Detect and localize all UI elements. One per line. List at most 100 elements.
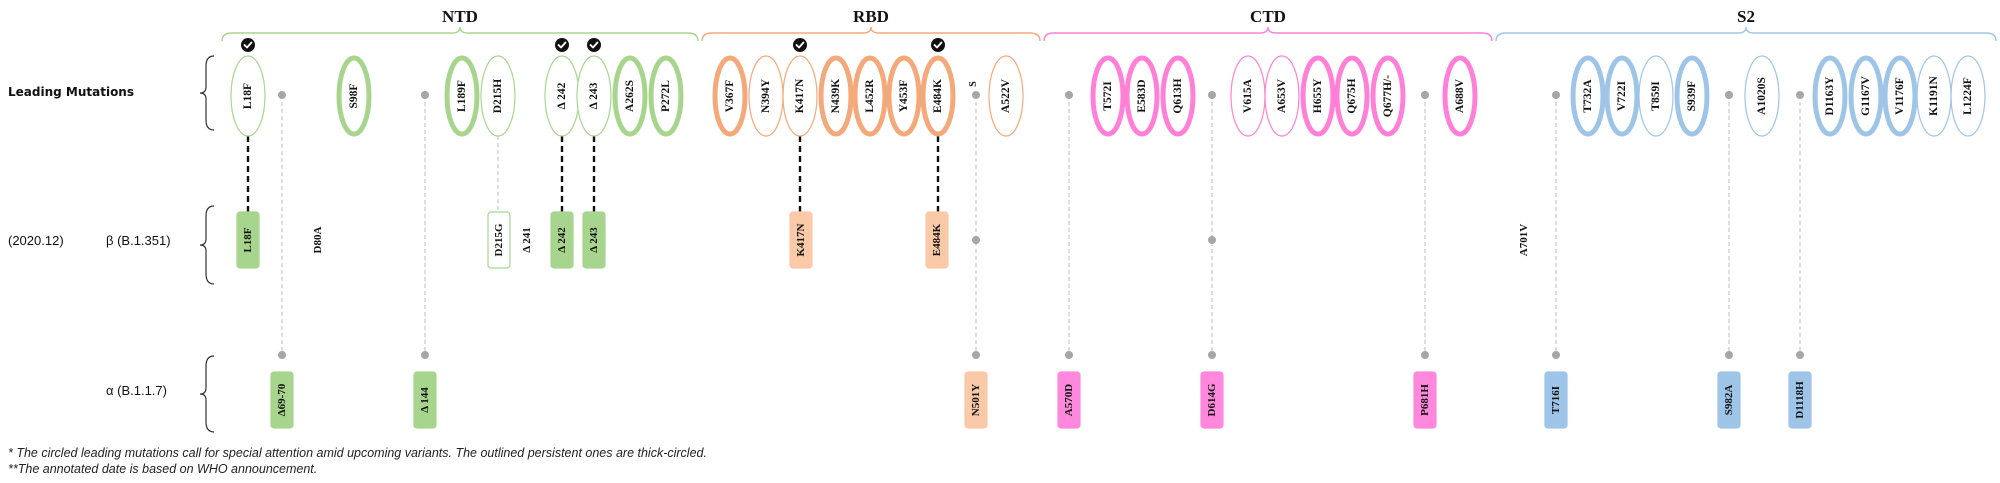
gray-dot (1208, 351, 1216, 359)
alpha-mutation-del69-70: Δ69-70 (270, 371, 294, 429)
gray-dot (1421, 91, 1429, 99)
mutation-label: K417N (794, 78, 806, 113)
leading-mutation-p272l: P272L (648, 55, 684, 137)
mutation-box (964, 371, 988, 429)
alpha-mutation-n501y: N501Y (964, 371, 988, 429)
mutation-label: E583D (1136, 79, 1148, 112)
gray-dot (1208, 236, 1216, 244)
leading-mutation-l1224f: L1224F (1950, 55, 1986, 137)
mutation-label: G1167V (1860, 76, 1872, 116)
mutation-box (1788, 371, 1812, 429)
leading-mutation-h655y: H655Y (1300, 55, 1336, 137)
leading-mutation-t732a: T732A (1570, 55, 1606, 137)
check-circle-icon (931, 38, 945, 52)
leading-mutation-k417n: K417N (782, 38, 818, 137)
beta-mutation-l18f: L18F (236, 211, 260, 269)
beta-mutation-del243: Δ 243 (582, 211, 606, 269)
mutation-ellipse (988, 55, 1024, 137)
leading-mutation-l18f: L18F (230, 38, 266, 137)
leading-mutation-s98f: S98F (336, 55, 372, 137)
alpha-mutation-p681h: P681H (1413, 371, 1437, 429)
mutation-label: Y453F (898, 80, 910, 113)
mutation-label: L18F (242, 227, 254, 252)
mutation-ellipse (1160, 55, 1196, 137)
mutation-label: E484K (932, 79, 944, 113)
mutation-label: D215H (492, 79, 504, 114)
mutation-ellipse (1570, 55, 1606, 137)
top-marker-label: S (968, 81, 979, 87)
row-brace-alpha (199, 355, 215, 433)
gray-dot (278, 351, 286, 359)
leading-mutation-n394y: N394Y (748, 55, 784, 137)
mutation-label: A570D (1063, 384, 1075, 416)
mutation-label: A522V (1000, 78, 1012, 113)
mutation-label: Δ 144 (419, 387, 431, 413)
row-brace-leading (199, 55, 215, 131)
mutation-label: D614G (1206, 383, 1218, 416)
leading-mutation-v367f: V367F (712, 55, 748, 137)
row-label-alpha: α (B.1.1.7) (106, 383, 167, 398)
mutation-label: P272L (660, 80, 672, 112)
mutation-label: V367F (724, 80, 736, 113)
leading-mutation-v1176f: V1176F (1882, 55, 1918, 137)
mutation-ellipse (1812, 55, 1848, 137)
mutation-box (413, 371, 437, 429)
leading-mutation-l452r: L452R (852, 55, 888, 137)
mutation-box (1200, 371, 1224, 429)
row-braces (199, 55, 215, 433)
mutation-label: E484K (931, 223, 943, 256)
mutation-label: N394Y (760, 78, 772, 113)
mutation-label: N501Y (970, 384, 982, 416)
mutation-label: A1020S (1756, 77, 1768, 115)
check-circle-icon (241, 38, 255, 52)
mutation-ellipse (230, 55, 266, 137)
mutation-label: T716I (1550, 386, 1562, 414)
leading-mutation-d215h: D215H (480, 55, 516, 137)
mutation-label: L189F (456, 80, 468, 112)
gray-dot (1725, 351, 1733, 359)
mutation-box (789, 211, 813, 269)
gray-dot (972, 91, 980, 99)
alpha-mutation-a570d: A570D (1057, 371, 1081, 429)
leading-mutation-e484k: E484K (920, 38, 956, 137)
mutation-ellipse (1744, 55, 1780, 137)
mutation-box (1413, 371, 1437, 429)
gray-dot (972, 236, 980, 244)
row-label-beta-date: (2020.12) (8, 233, 64, 248)
alpha-mutation-t716i: T716I (1544, 371, 1568, 429)
leading-mutation-a262s: A262S (612, 55, 648, 137)
mutation-ellipse (1264, 55, 1300, 137)
domain-brace-s2 (1495, 26, 1997, 42)
leading-mutation-a1020s: A1020S (1744, 55, 1780, 137)
mutation-label: A262S (624, 80, 636, 112)
mutation-box (270, 371, 294, 429)
mutation-label: Δ 243 (588, 82, 600, 109)
mutation-box (487, 211, 511, 269)
mutation-label: L1224F (1962, 77, 1974, 115)
leading-mutation-y453f: Y453F (886, 55, 922, 137)
footnote-1: * The circled leading mutations call for… (8, 446, 707, 460)
leading-mutation-d1163y: D1163Y (1812, 55, 1848, 137)
mutation-ellipse (712, 55, 748, 137)
mutation-label: T732A (1582, 79, 1594, 113)
mutation-label: V1176F (1894, 77, 1906, 115)
leading-mutation-a653v: A653V (1264, 55, 1300, 137)
gray-dot (1796, 351, 1804, 359)
mutation-label: A653V (1276, 78, 1288, 113)
gray-dot (1208, 91, 1216, 99)
footnote-2: **The annotated date is based on WHO ann… (8, 462, 318, 476)
mutation-ellipse (852, 55, 888, 137)
mutation-box (1717, 371, 1741, 429)
mutation-label: S939F (1686, 81, 1698, 112)
leading-mutation-q675h: Q675H (1334, 55, 1370, 137)
gray-dot (1725, 91, 1733, 99)
mutation-ellipse (1124, 55, 1160, 137)
mutation-label: L18F (242, 83, 254, 109)
mutation-ellipse (886, 55, 922, 137)
check-circle-icon (555, 38, 569, 52)
beta-mutation-d215g: D215G (487, 211, 511, 269)
mutation-label: D215G (493, 223, 505, 256)
mutation-ellipse (1300, 55, 1336, 137)
